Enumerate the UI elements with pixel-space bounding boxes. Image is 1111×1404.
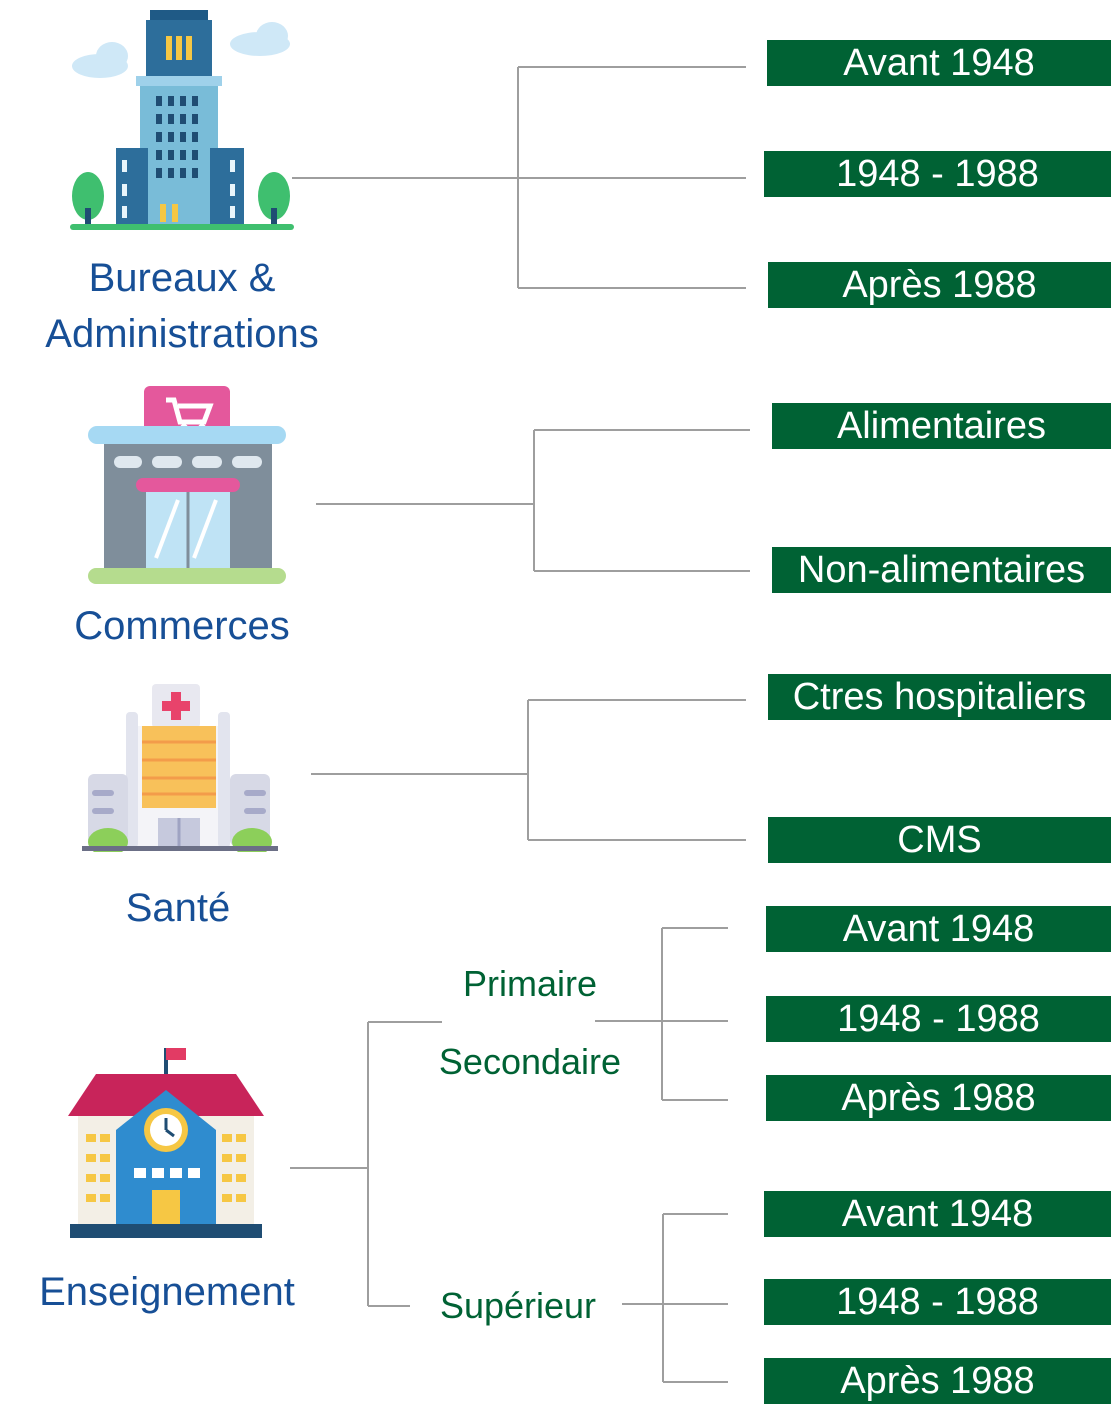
leaf-commerces-non-alimentaires: Non-alimentaires xyxy=(772,547,1111,593)
subgroup-label-secondaire: Secondaire xyxy=(438,1041,622,1082)
category-label-bureaux-line2: Administrations xyxy=(45,312,319,356)
leaf-sante-ctres-hospitaliers: Ctres hospitaliers xyxy=(768,674,1111,720)
leaf-sante-cms: CMS xyxy=(768,817,1111,863)
leaf-superieur-avant-1948: Avant 1948 xyxy=(764,1191,1111,1237)
category-label-bureaux: Bureaux & Administrations xyxy=(0,250,364,362)
category-label-enseignement: Enseignement xyxy=(39,1270,295,1314)
leaf-primaire-avant-1948: Avant 1948 xyxy=(766,906,1111,952)
connector-primaire xyxy=(595,927,728,1101)
category-label-sante: Santé xyxy=(125,886,231,930)
connector-bureaux xyxy=(292,66,746,289)
connector-commerces xyxy=(316,429,750,572)
hospital-icon xyxy=(82,684,278,852)
leaf-superieur-apres-1988: Après 1988 xyxy=(764,1358,1111,1404)
connector-superieur xyxy=(622,1213,728,1383)
leaf-primaire-apres-1988: Après 1988 xyxy=(766,1075,1111,1121)
subgroup-label-superieur: Supérieur xyxy=(439,1285,597,1326)
office-building-icon xyxy=(70,10,294,230)
category-label-commerces: Commerces xyxy=(74,604,290,648)
shop-icon xyxy=(88,386,286,584)
leaf-bureaux-1948-1988: 1948 - 1988 xyxy=(764,151,1111,197)
leaf-superieur-1948-1988: 1948 - 1988 xyxy=(764,1279,1111,1325)
subgroup-label-primaire: Primaire xyxy=(462,963,597,1004)
leaf-bureaux-avant-1948: Avant 1948 xyxy=(767,40,1111,86)
leaf-commerces-alimentaires: Alimentaires xyxy=(772,403,1111,449)
leaf-bureaux-apres-1988: Après 1988 xyxy=(768,262,1111,308)
connector-enseignement xyxy=(290,1021,442,1307)
school-icon xyxy=(68,1048,264,1238)
category-label-bureaux-line1: Bureaux & xyxy=(88,256,276,300)
leaf-primaire-1948-1988: 1948 - 1988 xyxy=(766,996,1111,1042)
connector-sante xyxy=(311,699,746,841)
